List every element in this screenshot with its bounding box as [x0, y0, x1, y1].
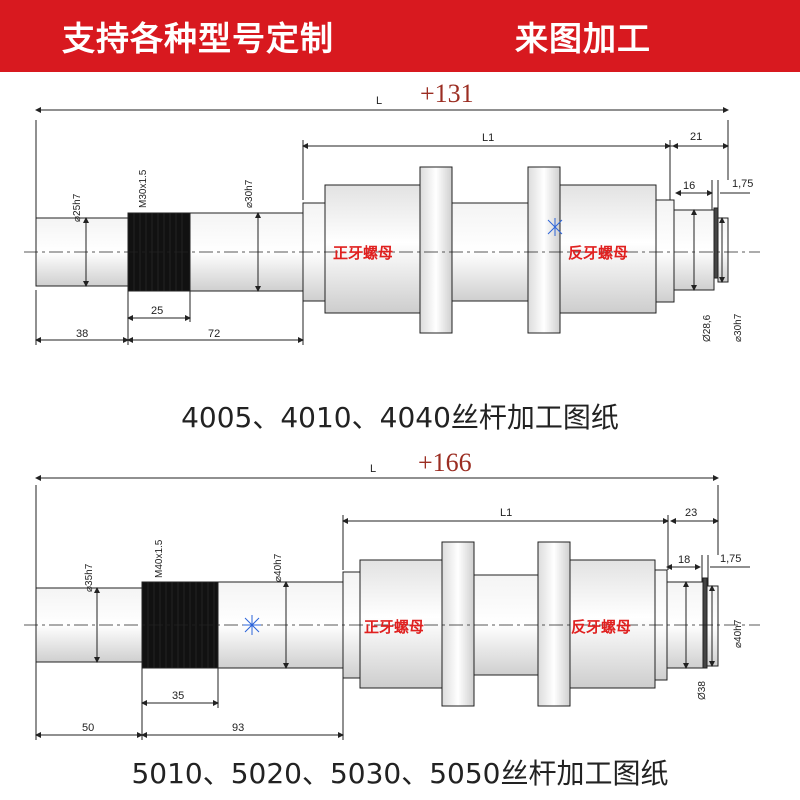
banner-custom-text: 支持各种型号定制: [62, 19, 334, 58]
drawing-1-labels: +131 L L1 21 16 1,75 ⌀25h7 M30x1.5 ⌀30h7…: [72, 79, 753, 342]
dim-38: 38: [76, 328, 88, 340]
l1-label-2: L1: [500, 507, 512, 519]
nut-left-label-1: 正牙螺母: [333, 244, 393, 262]
dim-1-75-a: 1,75: [732, 178, 753, 190]
dia-30-right: ⌀30h7: [733, 313, 744, 342]
nut-right-flange-2: [537, 541, 571, 707]
promo-banner: 支持各种型号定制 来图加工: [0, 0, 800, 72]
thread-m30-label: M30x1.5: [138, 169, 149, 208]
dia-40-right: ⌀40h7: [733, 619, 744, 648]
nut-right-flange: [527, 166, 561, 334]
dim-1-75-b: 1,75: [720, 553, 741, 565]
nut-left-flange-2: [441, 541, 475, 707]
dim-25: 25: [151, 305, 163, 317]
nut-left-flange: [419, 166, 453, 334]
drawing-4005-series: [24, 107, 760, 345]
dia-30-left: ⌀30h7: [244, 179, 255, 208]
dia-38: Ø38: [697, 681, 708, 700]
dim-35: 35: [172, 690, 184, 702]
dim-16: 16: [683, 180, 695, 192]
dim-93: 93: [232, 722, 244, 734]
thread-m40-label: M40x1.5: [154, 539, 165, 578]
dia-35: ⌀35h7: [84, 563, 95, 592]
dim-18: 18: [678, 554, 690, 566]
dim-50: 50: [82, 722, 94, 734]
total-length-label-2: L: [370, 463, 376, 475]
drawing-5010-series: [24, 475, 760, 740]
total-length-label-1: L: [376, 95, 382, 107]
dim-72: 72: [208, 328, 220, 340]
nut-right-label-1: 反牙螺母: [568, 244, 628, 262]
nut-right-body-2: [569, 559, 656, 689]
nut-right-body: [559, 184, 657, 314]
tolerance-2: +166: [418, 448, 472, 477]
tolerance-1: +131: [420, 79, 474, 108]
dia-28-6: Ø28,6: [702, 314, 713, 342]
dim-23: 23: [685, 507, 697, 519]
nut-right-label-2: 反牙螺母: [571, 618, 631, 636]
l1-label-1: L1: [482, 132, 494, 144]
nut-left-label-2: 正牙螺母: [364, 618, 424, 636]
caption-drawing-2: 5010、5020、5030、5050丝杆加工图纸: [131, 757, 669, 790]
dim-21: 21: [690, 131, 702, 143]
dia-40-left: ⌀40h7: [273, 553, 284, 582]
caption-drawing-1: 4005、4010、4040丝杆加工图纸: [181, 401, 619, 434]
dia-25: ⌀25h7: [72, 193, 83, 222]
nut-left-body: [324, 184, 421, 314]
drawing-2-labels: +166 L L1 23 18 1,75 ⌀35h7 M40x1.5 ⌀40h7…: [82, 448, 744, 734]
banner-drawing-text: 来图加工: [515, 19, 651, 58]
